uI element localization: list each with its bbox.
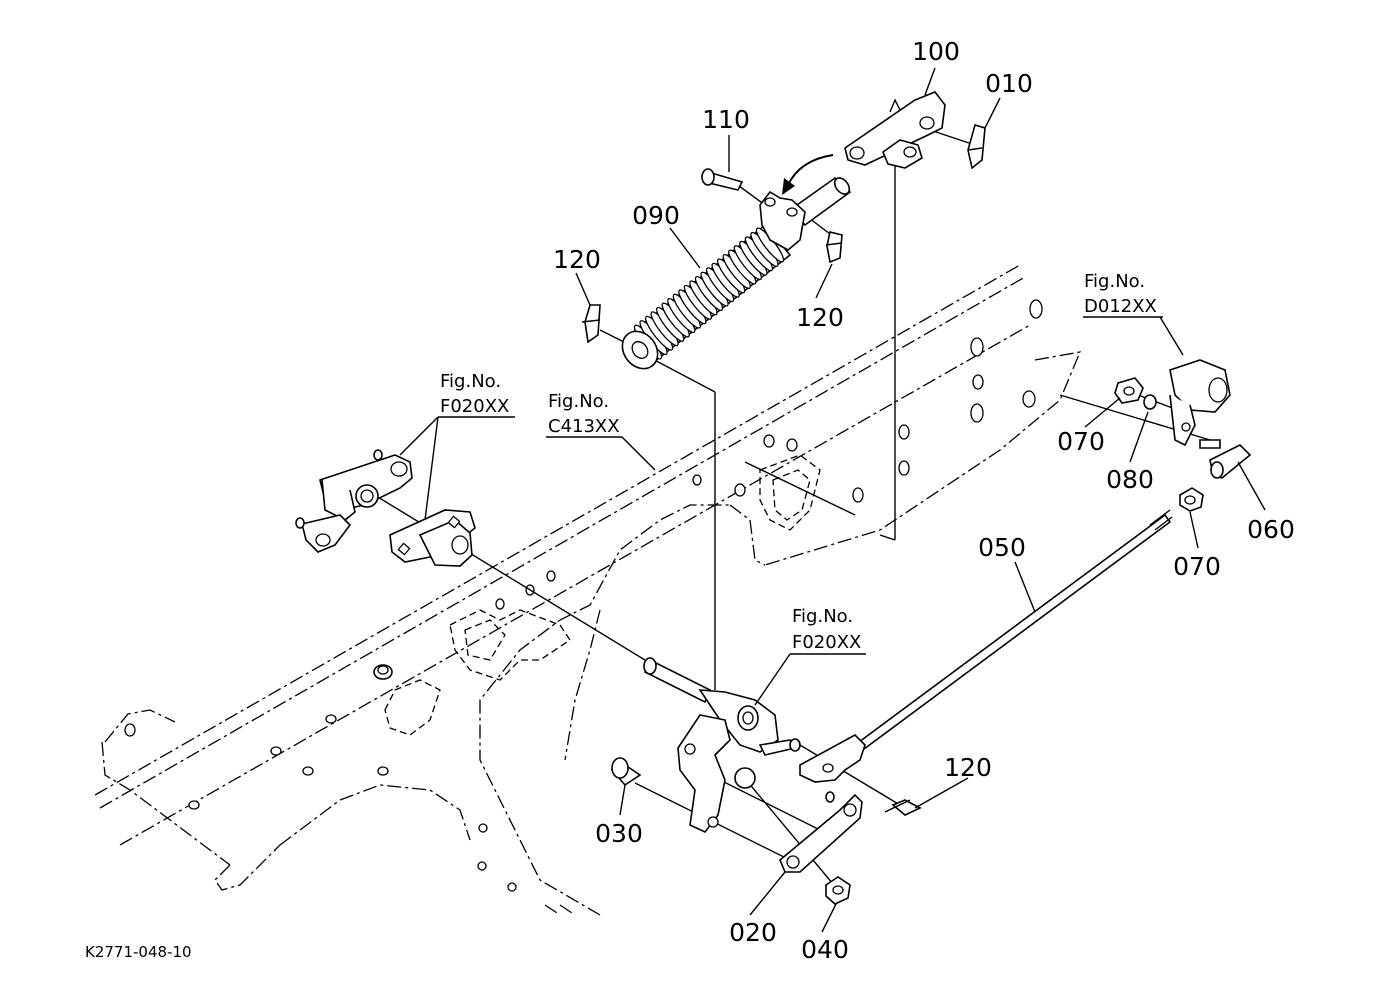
fig-ref-f020-left-caption: Fig.No.: [440, 371, 501, 392]
spring-coils: [633, 227, 785, 360]
fig-ref-d012-caption: Fig.No.: [1084, 271, 1145, 292]
fig-ref-f020-left-code: F020XX: [440, 396, 509, 417]
callout-050: 050: [978, 533, 1026, 562]
callout-labels: 100 010 110 090 120 120 070 080 060 070 …: [85, 37, 1295, 964]
diagram-code: K2771-048-10: [85, 943, 192, 961]
callout-110: 110: [702, 105, 750, 134]
fig-ref-c413-code: C413XX: [548, 416, 620, 437]
fig-ref-d012-code: D012XX: [1084, 296, 1157, 317]
lever-arm-100: [844, 91, 946, 169]
callout-010: 010: [985, 69, 1033, 98]
callout-120-lower: 120: [944, 753, 992, 782]
callout-030: 030: [595, 819, 643, 848]
callout-120-left: 120: [553, 245, 601, 274]
bellcrank-assembly: [610, 657, 863, 905]
fig-ref-c413-caption: Fig.No.: [548, 391, 609, 412]
callout-080: 080: [1106, 465, 1154, 494]
callout-070-upper: 070: [1057, 427, 1105, 456]
shaft-arm-assembly-left: [295, 449, 476, 567]
callout-040: 040: [801, 935, 849, 964]
pin-110: [701, 168, 744, 191]
callout-100: 100: [912, 37, 960, 66]
frame-outline: [94, 264, 1082, 916]
fig-ref-f020-lower-code: F020XX: [792, 632, 861, 653]
cotter-pins: [581, 123, 986, 816]
callout-underlines: [399, 67, 1266, 933]
callout-090: 090: [632, 201, 680, 230]
callout-060: 060: [1247, 515, 1295, 544]
callout-070-lower: 070: [1173, 552, 1221, 581]
linkage-assembly-right: [1114, 359, 1252, 512]
callout-020: 020: [729, 918, 777, 947]
callout-120-mid: 120: [796, 303, 844, 332]
rod-050: [799, 509, 1173, 783]
rotation-arrow: [782, 154, 834, 195]
fig-ref-f020-lower-caption: Fig.No.: [792, 606, 853, 627]
spring-cylinder-090: [621, 176, 852, 370]
frame-holes: [124, 299, 1043, 892]
frame-bracket: [373, 454, 821, 736]
